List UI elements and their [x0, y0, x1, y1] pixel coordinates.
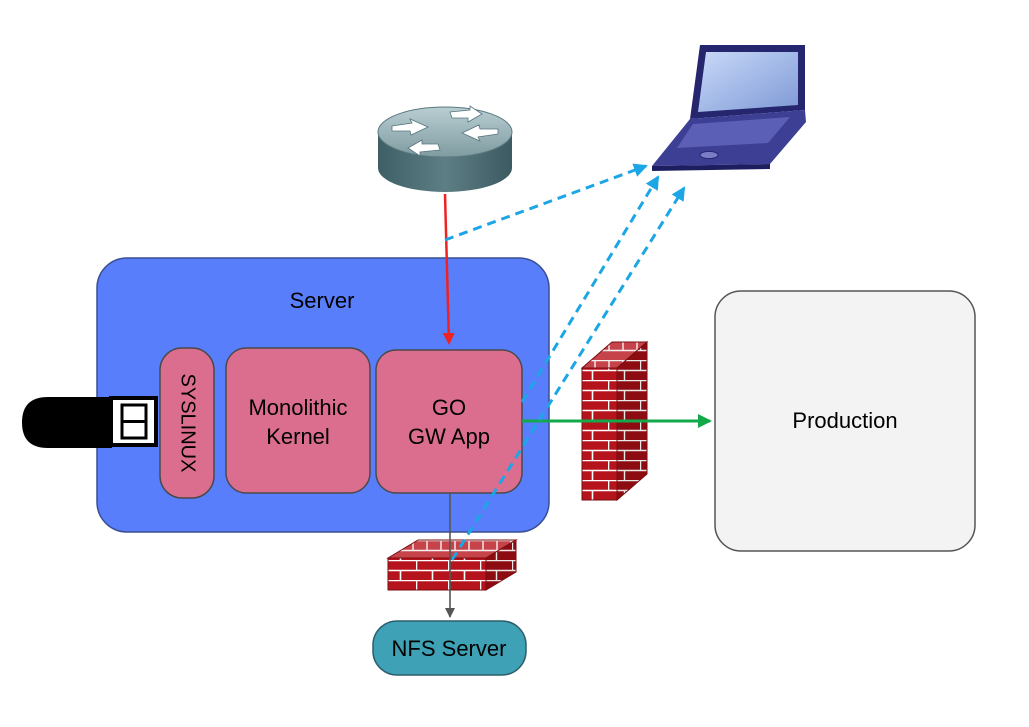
- router-to-laptop-link: [444, 163, 648, 242]
- server-label: Server: [290, 288, 355, 313]
- router-to-app-arrow: [442, 193, 455, 345]
- app-box: [375, 349, 523, 494]
- nfs-server-label: NFS Server: [392, 636, 507, 661]
- syslinux-box: [159, 347, 215, 499]
- production-label: Production: [792, 408, 897, 433]
- kernel-label-line1: Monolithic: [248, 395, 347, 420]
- syslinux-label: SYSLINUX: [177, 374, 199, 473]
- laptop-icon: [652, 45, 806, 171]
- production-box: [714, 290, 976, 552]
- kernel-box: [225, 347, 371, 494]
- firewall-icon: [580, 340, 649, 502]
- app-label-line2: GW App: [408, 424, 490, 449]
- router-icon: [377, 105, 513, 192]
- firewall-icon: [386, 539, 518, 591]
- app-label-line1: GO: [432, 395, 466, 420]
- nfs-server-box: [372, 620, 527, 676]
- nfs-firewall-to-laptop-link: [450, 186, 686, 561]
- usb-drive-icon: [22, 396, 158, 448]
- kernel-label-line2: Kernel: [266, 424, 330, 449]
